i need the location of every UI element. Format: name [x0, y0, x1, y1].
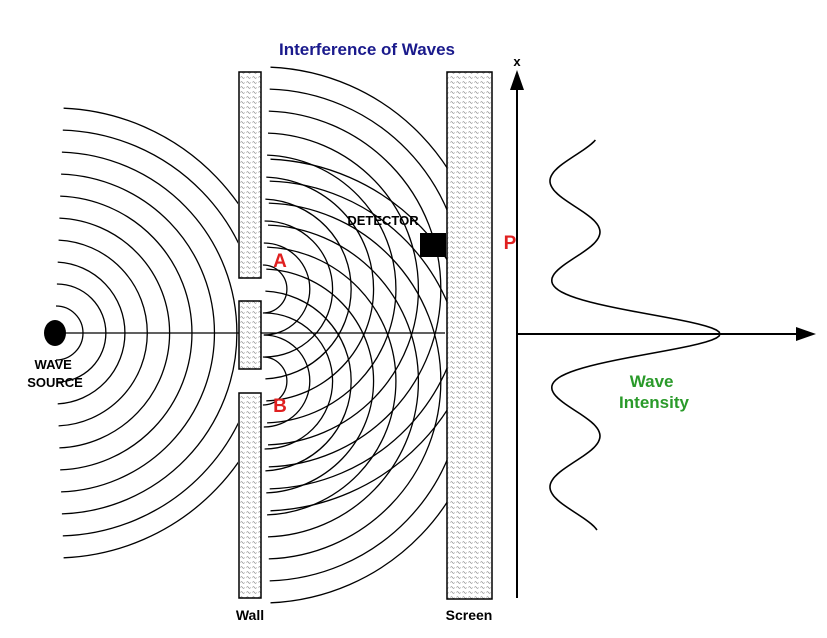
slit-b-wavefront	[262, 356, 288, 406]
screen-label: Screen	[446, 607, 493, 623]
slit-b-wavefront	[264, 312, 334, 450]
wall-segment-bottom	[238, 392, 262, 599]
source-wavefront	[63, 107, 238, 559]
wave-source-label-line2: SOURCE	[27, 375, 83, 390]
slit-b-wavefront	[267, 246, 397, 516]
wall-segment-top	[238, 71, 262, 279]
slit-a-label: A	[273, 251, 287, 272]
wall-segment-middle	[238, 300, 262, 370]
source-wavefront	[62, 129, 238, 537]
wall-label: Wall	[236, 607, 264, 623]
detector-label: DETECTOR	[347, 213, 419, 228]
wave-source-label: WAVE SOURCE	[27, 357, 83, 390]
intensity-label: Wave Intensity	[619, 372, 689, 412]
intensity-label-line1: Wave	[630, 372, 674, 391]
x-axis-arrowhead	[510, 70, 524, 90]
screen	[446, 71, 493, 600]
detector-box	[420, 233, 446, 257]
diagram-title: Interference of Waves	[279, 40, 455, 59]
slit-b-wavefront	[268, 202, 442, 560]
axis-x-label: x	[513, 54, 521, 69]
slit-b-wavefront	[266, 268, 375, 494]
slit-a-wavefront	[265, 198, 352, 380]
slit-a-wavefront	[262, 264, 288, 314]
slit-b-label: B	[273, 396, 287, 417]
intensity-curve	[549, 139, 721, 531]
slit-a-wavefront	[269, 88, 448, 490]
slit-a-wavefront	[266, 176, 375, 402]
intensity-axis-arrowhead	[796, 327, 816, 341]
slit-wavefronts	[262, 66, 448, 604]
slit-b-wavefront	[269, 180, 448, 582]
point-p-label: P	[504, 233, 517, 254]
slit-b-wavefront	[265, 290, 352, 472]
slit-a-wavefront	[270, 66, 448, 512]
intensity-label-line2: Intensity	[619, 393, 689, 412]
slit-b-wavefront	[270, 158, 448, 604]
wall	[238, 71, 262, 599]
slit-b-wavefront	[263, 334, 311, 428]
slit-a-wavefront	[267, 154, 397, 424]
slit-b-wavefront	[267, 224, 419, 538]
slit-a-wavefront	[267, 132, 419, 446]
wave-source-label-line1: WAVE	[35, 357, 73, 372]
slit-a-wavefront	[263, 242, 311, 336]
wave-source-dot	[44, 320, 66, 346]
